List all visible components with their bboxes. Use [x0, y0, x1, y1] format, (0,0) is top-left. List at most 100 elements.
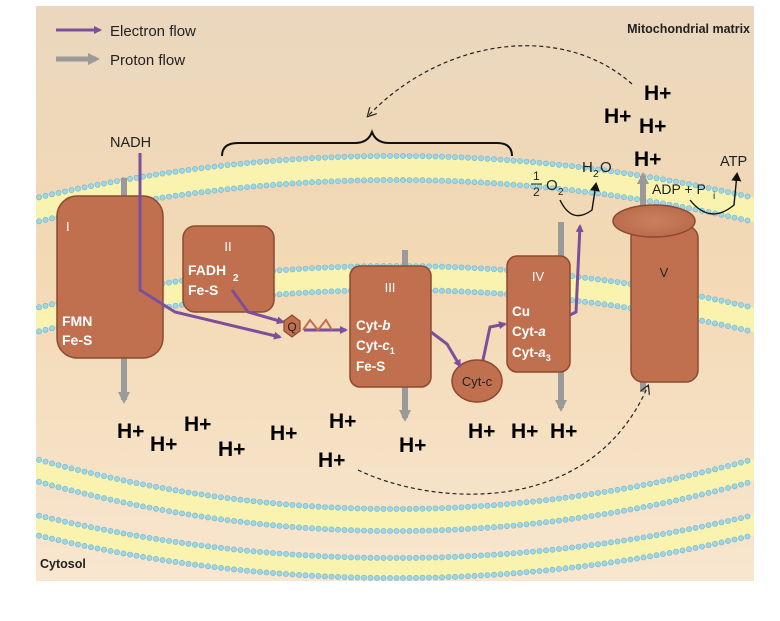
- lipid-head: [198, 542, 205, 549]
- lipid-head: [42, 514, 49, 521]
- proton-label: H+: [218, 438, 245, 461]
- lipid-head: [523, 549, 530, 556]
- lipid-head: [270, 157, 276, 164]
- lipid-head: [582, 514, 588, 520]
- lipid-head: [647, 174, 653, 181]
- lipid-head: [458, 178, 465, 185]
- lipid-head: [478, 155, 484, 162]
- lipid-head: [88, 183, 94, 189]
- lipid-head: [465, 178, 471, 185]
- lipid-head: [205, 514, 211, 521]
- lipid-head: [595, 300, 601, 307]
- lipid-head: [530, 548, 536, 555]
- lipid-head: [712, 320, 718, 327]
- lipid-head: [283, 551, 289, 557]
- proton-labels: H+ H+ H+ H+ H+ H+ H+ H+ H+ H+ H+ H+ H+ H…: [117, 82, 671, 472]
- lipid-head: [179, 540, 185, 546]
- lipid-head: [523, 182, 530, 189]
- lipid-head: [133, 174, 140, 181]
- lipid-head: [49, 301, 55, 308]
- lipid-head: [276, 500, 283, 507]
- lipid-head: [94, 181, 101, 188]
- proton-label: H+: [644, 82, 671, 105]
- lipid-head: [517, 158, 523, 164]
- lipid-head: [413, 555, 419, 561]
- lipid-head: [549, 518, 556, 525]
- lipid-head: [315, 264, 322, 271]
- lipid-head: [146, 504, 153, 511]
- lipid-head: [413, 505, 419, 512]
- lipid-head: [341, 527, 348, 533]
- lipid-head: [725, 213, 731, 219]
- lipid-head: [250, 498, 257, 505]
- complex-i-label: I: [66, 219, 70, 234]
- lipid-head: [88, 524, 94, 531]
- lipid-head: [439, 527, 445, 533]
- lipid-head: [445, 263, 452, 270]
- lipid-head: [471, 525, 478, 532]
- lipid-head: [634, 196, 640, 202]
- lipid-head: [172, 302, 179, 309]
- lipid-head: [335, 554, 341, 560]
- lipid-head: [439, 287, 445, 294]
- lipid-head: [647, 533, 653, 540]
- lipid-head: [666, 550, 673, 556]
- lipid-head: [575, 164, 582, 170]
- lipid-head: [478, 572, 484, 579]
- lipid-head: [686, 526, 692, 533]
- lipid-head: [614, 558, 621, 565]
- lipid-head: [49, 215, 55, 222]
- lipid-head: [328, 526, 335, 533]
- lipid-head: [348, 527, 354, 534]
- lipid-head: [406, 575, 413, 581]
- complex-v-label: V: [660, 265, 669, 280]
- lipid-head: [211, 187, 218, 194]
- lipid-head: [601, 277, 608, 284]
- lipid-head: [276, 157, 283, 164]
- dashed-arrow-top: [368, 45, 633, 116]
- lipid-head: [153, 505, 159, 512]
- lipid-head: [484, 572, 491, 578]
- lipid-head: [276, 291, 283, 298]
- lipid-head: [218, 162, 224, 169]
- lipid-head: [289, 290, 296, 297]
- lipid-head: [289, 524, 296, 530]
- lipid-head: [731, 214, 738, 221]
- lipid-head: [673, 528, 679, 535]
- lipid-head: [543, 519, 549, 526]
- dashed-arrow-bottom: [357, 386, 648, 495]
- lipid-head: [289, 156, 296, 163]
- lipid-head: [309, 289, 315, 296]
- lipid-head: [133, 532, 140, 539]
- lipid-head: [211, 493, 218, 500]
- lipid-head: [627, 506, 634, 513]
- lipid-head: [250, 568, 257, 575]
- lipid-head: [367, 505, 374, 512]
- lipid-head: [302, 179, 309, 186]
- lipid-head: [335, 178, 341, 184]
- lipid-head: [62, 518, 68, 525]
- lipid-head: [315, 178, 322, 185]
- lipid-head: [601, 511, 608, 517]
- lipid-head: [621, 557, 627, 564]
- lipid-head: [166, 486, 172, 493]
- lipid-head: [146, 172, 153, 179]
- lipid-head: [218, 186, 224, 193]
- lipid-head: [673, 497, 679, 504]
- lipid-head: [237, 160, 244, 167]
- lipid-head: [49, 482, 55, 489]
- lipid-head: [270, 570, 276, 576]
- lipid-head: [484, 289, 491, 296]
- lipid-head: [335, 526, 341, 533]
- lipid-head: [283, 501, 289, 508]
- lipid-head: [367, 527, 374, 534]
- lipid-head: [439, 574, 445, 581]
- proton-label: H+: [318, 449, 345, 472]
- curly-brace: [221, 129, 513, 157]
- lipid-head: [458, 264, 465, 271]
- lipid-head: [660, 500, 666, 506]
- lipid-head: [465, 154, 471, 161]
- complex-iv-label: IV: [532, 269, 545, 284]
- lipid-head: [536, 568, 543, 574]
- lipid-head: [491, 266, 497, 273]
